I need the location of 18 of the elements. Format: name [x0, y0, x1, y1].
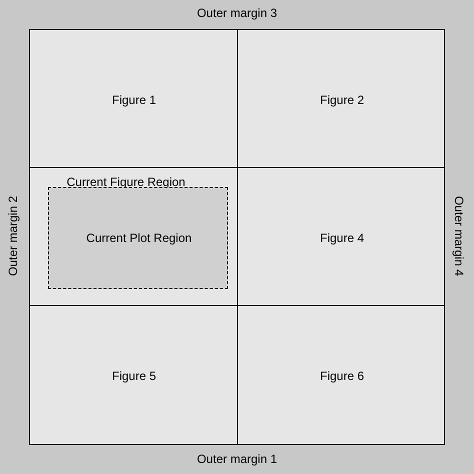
- figure-region-box: [237, 29, 445, 168]
- region-label: Figure 1: [112, 93, 156, 107]
- figure-region-box: [29, 167, 238, 306]
- region-label: Current Figure Region: [66, 175, 186, 189]
- figure-region-box: [237, 167, 445, 306]
- margin-label: Outer margin 2: [6, 196, 20, 276]
- region-label: Figure 6: [320, 369, 364, 383]
- region-label: Figure 4: [320, 231, 364, 245]
- region-label: Figure 2: [320, 93, 364, 107]
- margin-label: Outer margin 1: [196, 452, 278, 466]
- region-label: Figure 5: [112, 369, 156, 383]
- figure-region-box: [237, 305, 445, 445]
- margin-label: Outer margin 3: [196, 6, 278, 20]
- figure-region-box: [29, 29, 238, 168]
- figure-region-box: [29, 305, 238, 445]
- margin-label: Outer margin 4: [452, 196, 466, 276]
- region-label: Current Plot Region: [86, 231, 192, 245]
- plot-region-box: [48, 187, 228, 289]
